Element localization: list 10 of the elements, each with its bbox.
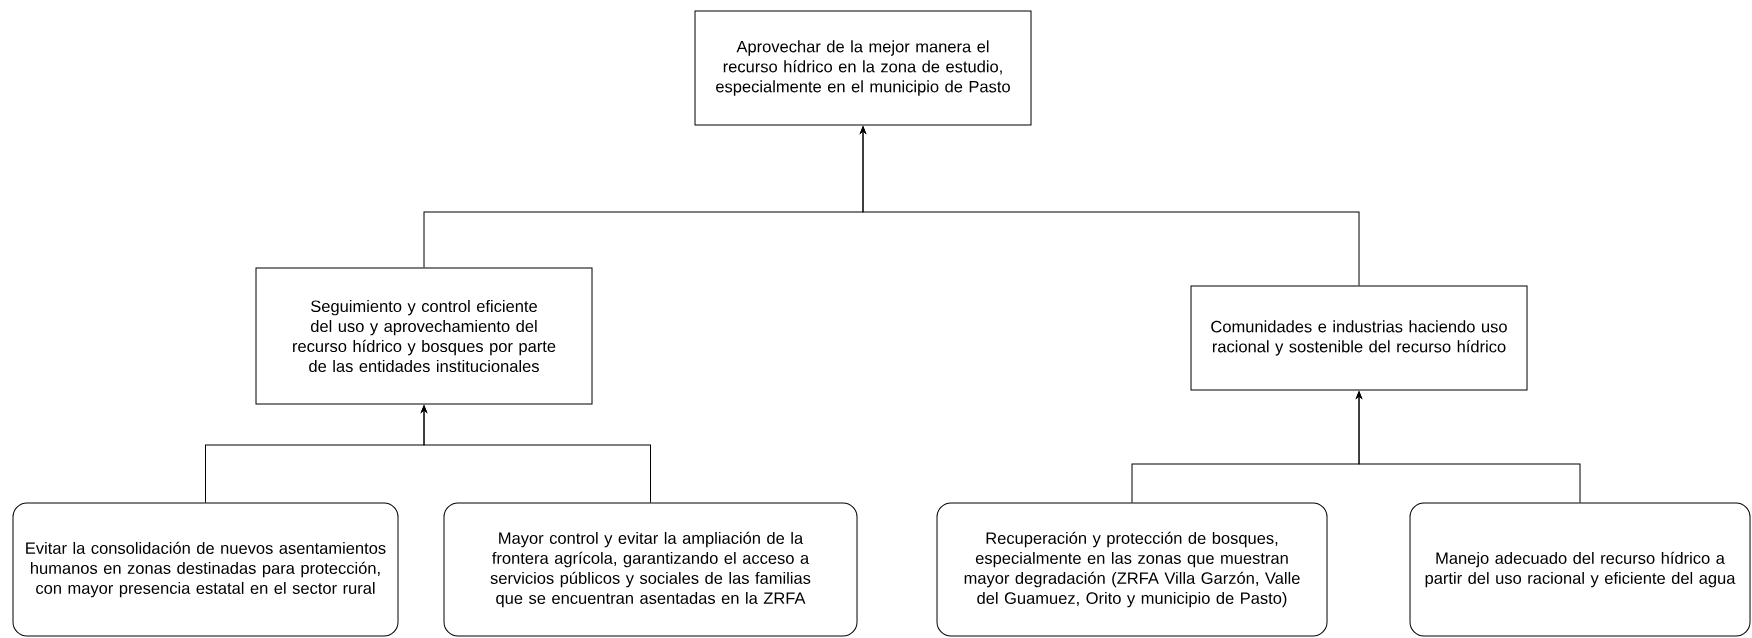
action-box: Evitar la consolidación de nuevos asentamientos humanos en zonas destinadas para protección, con mayor presencia estatal en el sector rural (12, 502, 399, 637)
arrow (421, 405, 651, 503)
arrow (1356, 391, 1581, 503)
goal-box: Aprovechar de la mejor manera el recurso hídrico en la zona de estudio, especialmente en el municipio de Pasto (694, 10, 1032, 126)
action-box: Recuperación y protección de bosques, especialmente en las zonas que muestran mayor degradación (ZRFA Villa Garzón, Valle del Guamuez, Orito y municipio de Pasto) (936, 502, 1328, 637)
action-box: Mayor control y evitar la ampliación de la frontera agrícola, garantizando el acceso a servicios públicos y sociales de las familias que se encuentran asentadas en la ZRFA (443, 502, 858, 637)
arrow (860, 126, 1360, 286)
objective-box: Comunidades e industrias haciendo uso racional y sostenible del recurso hídrico (1190, 285, 1528, 391)
action-box: Manejo adecuado del recurso hídrico a partir del uso racional y eficiente del agua (1409, 502, 1751, 637)
objective-box: Seguimiento y control eficiente del uso y aprovechamiento del recurso hídrico y bosques por parte de las entidades institucionales (255, 267, 593, 405)
